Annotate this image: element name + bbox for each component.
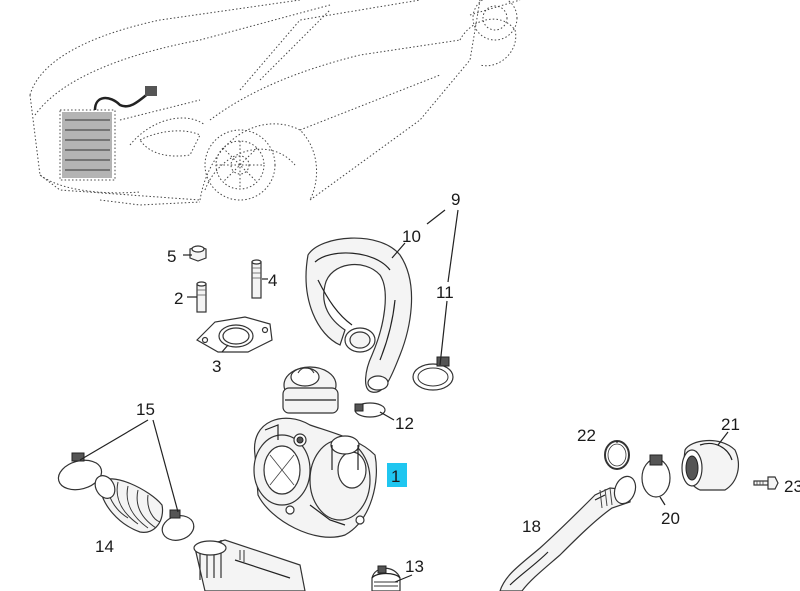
intercooler-pipe bbox=[193, 539, 306, 591]
callout-1-highlight bbox=[387, 463, 407, 487]
callout-13[interactable]: 13 bbox=[405, 557, 424, 576]
callout-20[interactable]: 20 bbox=[661, 509, 680, 528]
clamp-part-15-left bbox=[57, 452, 103, 491]
elbow-part-21 bbox=[681, 440, 739, 491]
callout-5[interactable]: 5 bbox=[167, 247, 176, 266]
callout-2[interactable]: 2 bbox=[174, 289, 183, 308]
clamp-part-13 bbox=[371, 565, 401, 591]
callout-3[interactable]: 3 bbox=[212, 357, 221, 376]
callout-14[interactable]: 14 bbox=[95, 537, 114, 556]
callout-15[interactable]: 15 bbox=[136, 400, 155, 419]
stud-part-4 bbox=[251, 259, 262, 299]
car-outline bbox=[29, 0, 521, 206]
clamp-part-20 bbox=[641, 454, 671, 498]
hose-part-14 bbox=[94, 475, 164, 533]
callout-12[interactable]: 12 bbox=[395, 414, 414, 433]
clamp-part-11 bbox=[412, 356, 454, 391]
clamp-part-12 bbox=[354, 402, 386, 418]
clamp-part-15-right bbox=[161, 509, 195, 541]
callout-9[interactable]: 9 bbox=[451, 190, 460, 209]
callout-4[interactable]: 4 bbox=[268, 271, 277, 290]
oring-part-22 bbox=[604, 440, 630, 470]
callout-10[interactable]: 10 bbox=[402, 227, 421, 246]
stud-part-2 bbox=[196, 281, 207, 313]
leader-lines bbox=[79, 209, 729, 583]
callout-1[interactable]: 1 bbox=[391, 467, 400, 486]
nut-part-5 bbox=[189, 245, 207, 262]
gasket-part-3 bbox=[196, 316, 273, 353]
callout-labels: 1 2 3 4 5 9 10 11 12 13 14 15 18 20 21 2… bbox=[95, 190, 800, 576]
callout-11[interactable]: 11 bbox=[436, 283, 454, 302]
hose-part-10 bbox=[305, 237, 413, 393]
callout-23[interactable]: 23 bbox=[784, 477, 800, 496]
callout-18[interactable]: 18 bbox=[522, 517, 541, 536]
turbocharger-part-1 bbox=[253, 366, 377, 538]
callout-22[interactable]: 22 bbox=[577, 426, 596, 445]
pipe-part-18 bbox=[499, 475, 637, 591]
callout-21[interactable]: 21 bbox=[721, 415, 740, 434]
bolt-part-23 bbox=[753, 476, 779, 490]
